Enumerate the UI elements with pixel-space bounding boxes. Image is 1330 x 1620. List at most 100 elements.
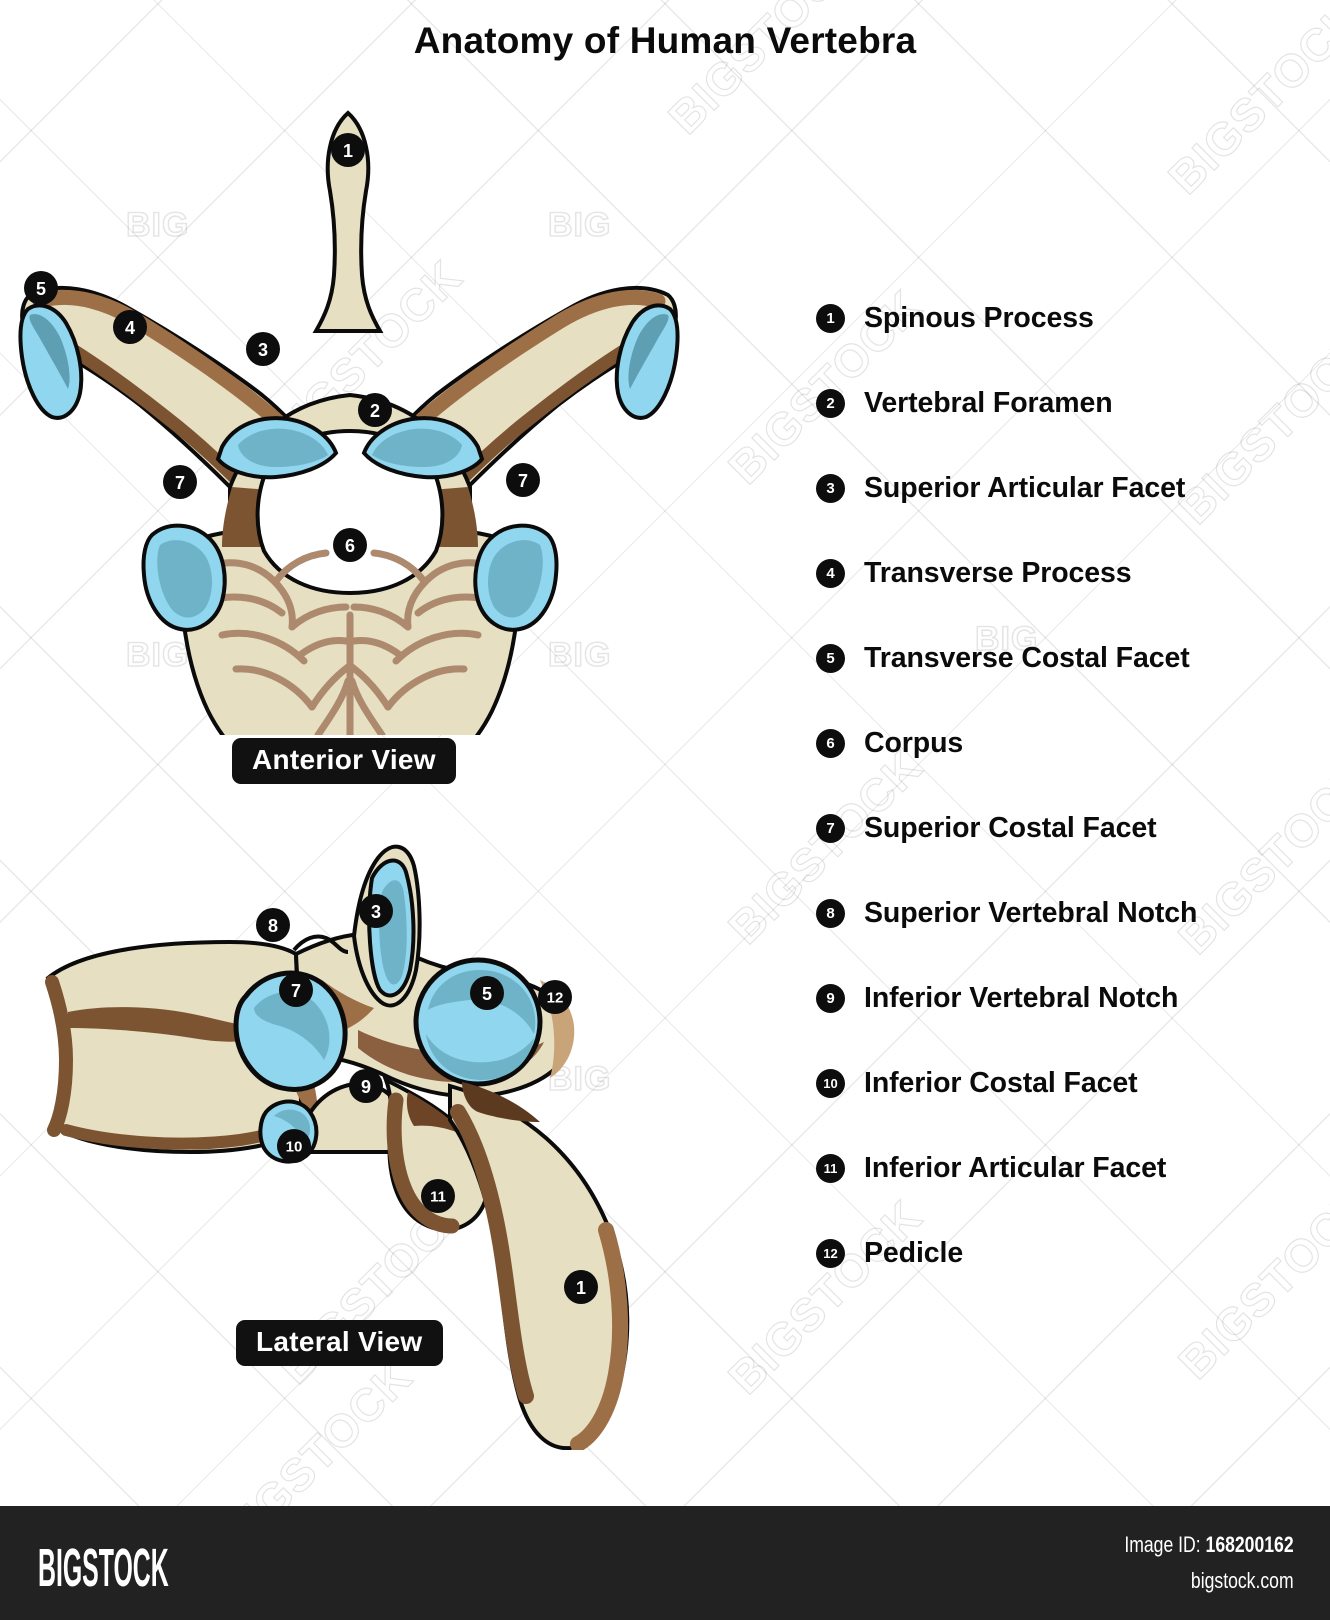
- anterior-transverse-costal-facet-right-shadow: [628, 314, 669, 389]
- anterior-superior-articular-facet-right-shadow: [372, 428, 462, 467]
- svg-text:7: 7: [291, 981, 301, 1001]
- lateral-marker-group: 8 3 7 5 12 9 1: [256, 894, 598, 1304]
- lateral-marker-3[interactable]: 3: [359, 894, 393, 928]
- legend-label-2: Vertebral Foramen: [864, 387, 1113, 419]
- footer-meta: Image ID: 168200162 bigstock.com: [1125, 1532, 1294, 1594]
- svg-text:3: 3: [371, 902, 381, 922]
- anterior-view-illustration: 1 5 4 3 2 7 7: [18, 110, 680, 735]
- anterior-marker-1[interactable]: 1: [331, 133, 365, 167]
- lateral-view-illustration: 8 3 7 5 12 9 1: [45, 844, 630, 1450]
- lateral-superior-costal-facet-shadow: [254, 991, 330, 1060]
- legend-label-7: Superior Costal Facet: [864, 812, 1157, 844]
- svg-text:8: 8: [268, 916, 278, 936]
- anterior-superior-articular-facet-left-shadow: [238, 428, 328, 467]
- legend-item-12[interactable]: 12 Pedicle: [816, 1211, 1316, 1296]
- lateral-marker-11[interactable]: 11: [421, 1179, 455, 1213]
- svg-text:5: 5: [482, 984, 492, 1004]
- legend-item-9[interactable]: 9 Inferior Vertebral Notch: [816, 956, 1316, 1041]
- svg-text:7: 7: [518, 471, 528, 491]
- lateral-inferior-articular-process-rim: [386, 1092, 460, 1234]
- lateral-marker-7[interactable]: 7: [279, 973, 313, 1007]
- svg-text:1: 1: [576, 1278, 586, 1298]
- legend-marker-9: 9: [816, 984, 845, 1013]
- page-title: Anatomy of Human Vertebra: [413, 20, 917, 61]
- legend-label-11: Inferior Articular Facet: [864, 1152, 1167, 1184]
- lateral-corpus-left-rim: [45, 975, 74, 1137]
- legend-list: 1 Spinous Process 2 Vertebral Foramen 3 …: [816, 276, 1316, 1296]
- legend-label-5: Transverse Costal Facet: [864, 642, 1190, 674]
- legend-label-4: Transverse Process: [864, 557, 1132, 589]
- legend-marker-5: 5: [816, 644, 845, 673]
- anterior-marker-7-right[interactable]: 7: [506, 463, 540, 497]
- lateral-marker-10[interactable]: 10: [277, 1129, 311, 1163]
- legend-marker-7: 7: [816, 814, 845, 843]
- svg-text:2: 2: [370, 401, 380, 421]
- svg-text:5: 5: [36, 279, 46, 299]
- footer-website-url[interactable]: bigstock.com: [1191, 1568, 1294, 1593]
- image-id-line: Image ID: 168200162: [1125, 1532, 1294, 1558]
- svg-text:6: 6: [345, 536, 355, 556]
- anterior-marker-4[interactable]: 4: [113, 310, 147, 344]
- lateral-marker-9[interactable]: 9: [349, 1069, 383, 1103]
- legend-marker-6: 6: [816, 729, 845, 758]
- image-id-label: Image ID:: [1124, 1532, 1201, 1557]
- anterior-marker-group: 1 5 4 3 2 7 7: [24, 133, 540, 562]
- lateral-marker-5[interactable]: 5: [470, 976, 504, 1010]
- legend-item-2[interactable]: 2 Vertebral Foramen: [816, 361, 1316, 446]
- svg-text:4: 4: [125, 318, 135, 338]
- anterior-transverse-process-right-ridge: [408, 289, 666, 433]
- legend-item-11[interactable]: 11 Inferior Articular Facet: [816, 1126, 1316, 1211]
- lateral-corpus-endplate-streak: [68, 1007, 282, 1042]
- anterior-marker-3[interactable]: 3: [246, 332, 280, 366]
- lateral-transverse-costal-facet-shadow-2: [426, 1034, 534, 1080]
- anterior-corpus-trabeculae: [204, 549, 496, 735]
- lateral-spinous-process-top-shading: [462, 1082, 540, 1122]
- lateral-view-label: Lateral View: [236, 1320, 443, 1366]
- footer-bar: BIGSTOCK Image ID: 168200162 bigstock.co…: [0, 1506, 1330, 1620]
- lateral-marker-1[interactable]: 1: [564, 1270, 598, 1304]
- legend-item-8[interactable]: 8 Superior Vertebral Notch: [816, 871, 1316, 956]
- image-id-value: 168200162: [1205, 1532, 1294, 1557]
- legend-item-4[interactable]: 4 Transverse Process: [816, 531, 1316, 616]
- svg-text:12: 12: [547, 990, 564, 1007]
- legend-label-8: Superior Vertebral Notch: [864, 897, 1198, 929]
- legend-marker-3: 3: [816, 474, 845, 503]
- anterior-superior-costal-facet-right-shadow: [488, 540, 543, 618]
- legend-label-10: Inferior Costal Facet: [864, 1067, 1138, 1099]
- svg-text:1: 1: [343, 141, 353, 161]
- legend-item-6[interactable]: 6 Corpus: [816, 701, 1316, 786]
- legend-label-9: Inferior Vertebral Notch: [864, 982, 1179, 1014]
- anterior-marker-6[interactable]: 6: [333, 528, 367, 562]
- lateral-spinous-process-right-rim: [570, 1222, 629, 1450]
- anterior-marker-2[interactable]: 2: [358, 393, 392, 427]
- lateral-marker-12[interactable]: 12: [538, 980, 572, 1014]
- legend-item-1[interactable]: 1 Spinous Process: [816, 276, 1316, 361]
- legend-label-3: Superior Articular Facet: [864, 472, 1186, 504]
- anterior-spinous-process: [312, 110, 384, 333]
- legend-item-5[interactable]: 5 Transverse Costal Facet: [816, 616, 1316, 701]
- legend-item-10[interactable]: 10 Inferior Costal Facet: [816, 1041, 1316, 1126]
- legend-item-3[interactable]: 3 Superior Articular Facet: [816, 446, 1316, 531]
- anterior-transverse-costal-facet-left-shadow: [29, 314, 70, 389]
- legend-marker-12: 12: [816, 1239, 845, 1268]
- svg-text:9: 9: [361, 1077, 371, 1097]
- legend-marker-10: 10: [816, 1069, 845, 1098]
- anterior-transverse-process-left-ridge: [32, 289, 290, 433]
- legend-item-7[interactable]: 7 Superior Costal Facet: [816, 786, 1316, 871]
- svg-text:3: 3: [258, 340, 268, 360]
- anterior-superior-costal-facet-left-shadow: [157, 540, 212, 618]
- lateral-marker-8[interactable]: 8: [256, 908, 290, 942]
- anterior-marker-7-left[interactable]: 7: [163, 465, 197, 499]
- legend-marker-11: 11: [816, 1154, 845, 1183]
- legend-marker-8: 8: [816, 899, 845, 928]
- svg-text:10: 10: [286, 1139, 303, 1156]
- anterior-transverse-costal-facet-right: [614, 303, 680, 420]
- legend-marker-2: 2: [816, 389, 845, 418]
- anterior-marker-5[interactable]: 5: [24, 271, 58, 305]
- legend-marker-1: 1: [816, 304, 845, 333]
- bigstock-logo: BIGSTOCK: [38, 1538, 169, 1598]
- lateral-transverse-costal-facet-shadow: [428, 969, 536, 1034]
- lateral-spinous-process-left-rim: [450, 1104, 534, 1404]
- svg-text:11: 11: [430, 1189, 446, 1206]
